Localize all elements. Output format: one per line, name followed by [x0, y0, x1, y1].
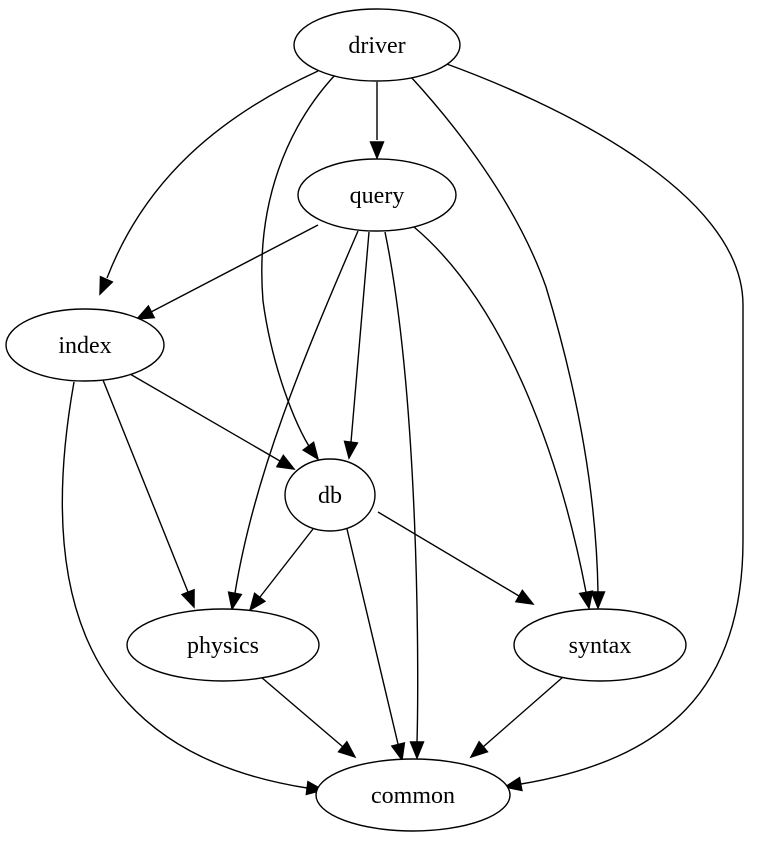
edge-line: [384, 231, 419, 743]
edge-query-to-db: [343, 231, 370, 460]
arrowhead-icon: [135, 304, 156, 320]
node-label: physics: [187, 633, 259, 659]
arrowhead-icon: [469, 740, 489, 759]
edge-db-to-common: [346, 528, 406, 762]
edge-line: [261, 74, 336, 452]
node-common: common: [315, 758, 511, 832]
edge-line: [259, 528, 314, 598]
node-label: syntax: [569, 633, 632, 659]
arrowhead-icon: [409, 741, 425, 760]
edge-line: [482, 676, 564, 748]
edge-line: [350, 231, 370, 443]
arrowhead-icon: [227, 591, 243, 611]
arrowhead-icon: [514, 589, 535, 605]
edge-driver-to-index: [99, 70, 319, 296]
node-ellipse: [284, 458, 376, 532]
arrowhead-icon: [248, 592, 267, 612]
arrowhead-icon: [99, 275, 114, 296]
node-label: db: [318, 483, 342, 509]
edge-index-to-db: [129, 373, 296, 470]
edge-line: [129, 373, 281, 462]
edge-query-to-index: [135, 224, 319, 320]
edge-query-to-syntax: [413, 226, 594, 610]
node-ellipse: [513, 608, 687, 682]
arrowhead-icon: [337, 740, 357, 759]
edge-line: [102, 379, 189, 593]
edge-line: [106, 70, 319, 279]
edge-driver-to-syntax: [410, 76, 606, 610]
arrowhead-icon: [180, 588, 195, 609]
arrowhead-icon: [305, 780, 325, 796]
edge-syntax-to-common: [469, 676, 564, 759]
node-ellipse: [126, 608, 320, 682]
edge-line: [150, 224, 319, 313]
edge-line: [61, 381, 308, 789]
edge-db-to-syntax: [377, 511, 535, 605]
node-ellipse: [297, 158, 457, 232]
arrowhead-icon: [503, 776, 523, 792]
edge-line: [413, 226, 587, 593]
arrowhead-icon: [390, 741, 406, 762]
edge-line: [377, 511, 520, 597]
arrowhead-icon: [369, 141, 385, 160]
node-label: query: [350, 183, 405, 209]
node-ellipse: [315, 758, 511, 832]
edge-db-to-physics: [248, 528, 314, 612]
edge-physics-to-common: [260, 676, 357, 759]
node-db: db: [284, 458, 376, 532]
node-driver: driver: [293, 8, 461, 82]
edge-driver-to-common: [443, 62, 744, 792]
arrowhead-icon: [590, 591, 606, 610]
node-syntax: syntax: [513, 608, 687, 682]
edges-layer: [61, 62, 744, 796]
node-ellipse: [293, 8, 461, 82]
edge-line: [410, 76, 599, 593]
node-label: driver: [348, 33, 405, 59]
arrowhead-icon: [578, 590, 594, 610]
node-label: common: [371, 783, 455, 809]
arrowhead-icon: [275, 454, 296, 470]
node-ellipse: [5, 308, 165, 382]
node-label: index: [58, 333, 111, 359]
node-index: index: [5, 308, 165, 382]
edge-query-to-common: [384, 231, 425, 760]
node-query: query: [297, 158, 457, 232]
edge-driver-to-db: [261, 74, 336, 461]
edge-line: [234, 230, 359, 594]
edge-index-to-common: [61, 381, 325, 796]
edge-line: [443, 62, 744, 785]
edge-driver-to-query: [369, 82, 385, 160]
arrowhead-icon: [343, 440, 359, 460]
edge-query-to-physics: [227, 230, 359, 611]
arrowhead-icon: [301, 441, 320, 461]
node-physics: physics: [126, 608, 320, 682]
edge-line: [346, 528, 399, 745]
edge-line: [260, 676, 344, 748]
nodes-layer: driver query index db physics syntax common: [5, 8, 687, 832]
edge-index-to-physics: [102, 379, 195, 609]
